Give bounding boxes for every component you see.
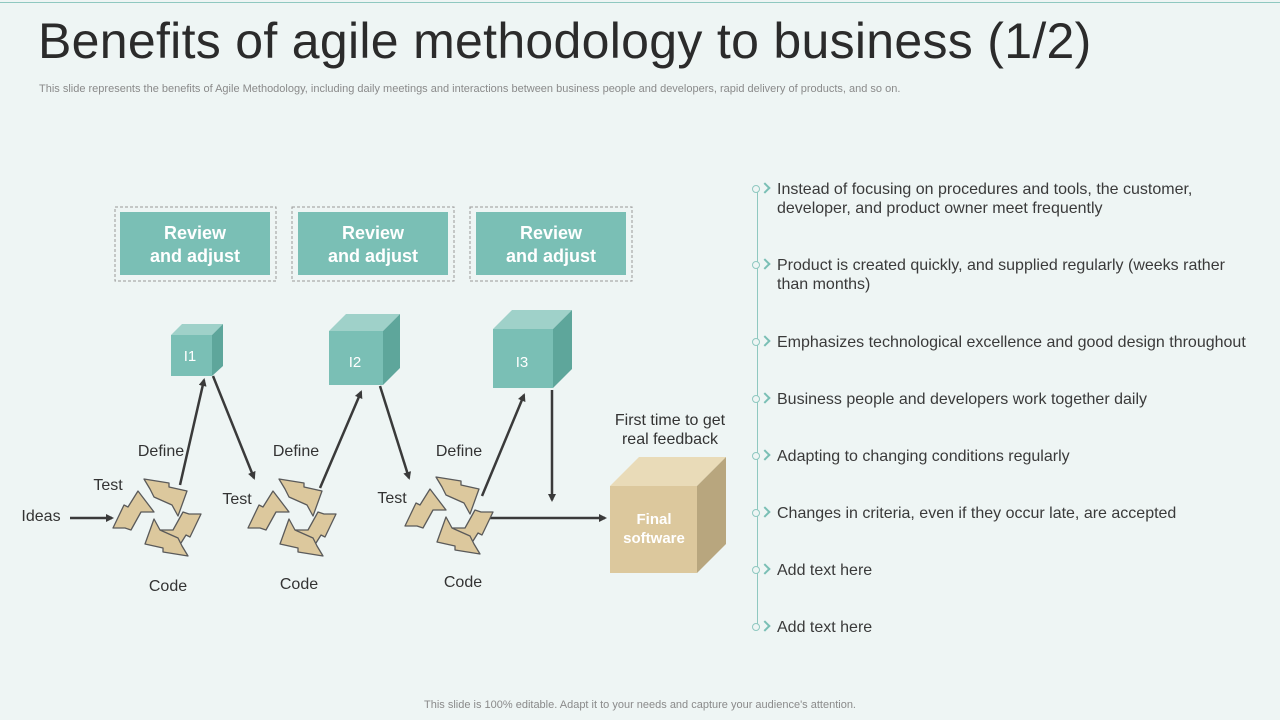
iteration-cube-1: I1 [171, 324, 223, 376]
timeline-dot-icon [752, 261, 760, 269]
top-rule [0, 2, 1280, 3]
benefit-text: Add text here [777, 562, 873, 579]
cycle1-define-label: Define [138, 443, 184, 460]
cycle1-code-label: Code [149, 578, 187, 595]
benefits-list: Instead of focusing on procedures and to… [750, 175, 1270, 645]
review-box-2: Review and adjust [291, 206, 455, 282]
timeline-line [757, 187, 758, 627]
benefit-text: Changes in criteria, even if they occur … [777, 505, 1177, 522]
ideas-label: Ideas [21, 508, 60, 525]
benefit-text: Product is created quickly, and supplied… [777, 257, 1225, 293]
benefit-text: Emphasizes technological excellence and … [777, 334, 1246, 351]
final-software-line2: software [623, 530, 685, 547]
benefit-text: Adapting to changing conditions regularl… [777, 448, 1070, 465]
feedback-label-line2: real feedback [622, 431, 719, 448]
cycle2-define-label: Define [273, 443, 319, 460]
benefit-text: Instead of focusing on procedures and to… [777, 181, 1193, 217]
review-box-1-line2: and adjust [150, 246, 240, 266]
i2-to-cycle3-arrow [378, 385, 412, 480]
final-software-box: Final software [610, 457, 726, 573]
cycle3-to-i3-arrow [480, 393, 526, 497]
cycle1-test-label: Test [93, 477, 123, 494]
iteration-cube-2: I2 [329, 314, 400, 385]
footer-note: This slide is 100% editable. Adapt it to… [424, 699, 856, 711]
chevron-right-icon [759, 182, 771, 194]
cycle2-to-i2-arrow [318, 390, 363, 489]
feedback-label-line1: First time to get [615, 412, 726, 429]
review-box-3-line1: Review [520, 223, 583, 243]
timeline-dot-icon [752, 395, 760, 403]
timeline-dot-icon [752, 452, 760, 460]
cycle-icon-1 [112, 478, 202, 557]
iteration-label-3: I3 [516, 354, 529, 371]
chevron-right-icon [759, 620, 771, 632]
chevron-right-icon [759, 563, 771, 575]
cycle2-test-label: Test [222, 491, 252, 508]
chevron-right-icon [759, 258, 771, 270]
review-box-3: Review and adjust [469, 206, 633, 282]
i1-to-cycle2-arrow [211, 375, 256, 480]
review-box-3-line2: and adjust [506, 246, 596, 266]
cycle3-code-label: Code [444, 574, 482, 591]
chevron-right-icon [759, 335, 771, 347]
iteration-label-2: I2 [349, 354, 362, 371]
review-box-1-line1: Review [164, 223, 227, 243]
review-box-2-line1: Review [342, 223, 405, 243]
timeline-dot-icon [752, 338, 760, 346]
review-box-1: Review and adjust [114, 206, 277, 282]
timeline-dot-icon [752, 566, 760, 574]
flow-arrows [70, 375, 607, 522]
chevron-right-icon [759, 449, 771, 461]
cycle-icon-3 [404, 476, 494, 555]
cycle3-define-label: Define [436, 443, 482, 460]
review-box-2-line2: and adjust [328, 246, 418, 266]
page-title: Benefits of agile methodology to busines… [38, 13, 1092, 69]
final-software-line1: Final [636, 511, 671, 528]
chevron-right-icon [759, 506, 771, 518]
iteration-cube-3: I3 [493, 310, 572, 388]
benefit-text: Add text here [777, 619, 873, 636]
timeline-dot-icon [752, 185, 760, 193]
timeline-dot-icon [752, 509, 760, 517]
page-subtitle: This slide represents the benefits of Ag… [39, 83, 901, 95]
timeline-dot-icon [752, 623, 760, 631]
chevron-right-icon [759, 392, 771, 404]
cycle-icon-2 [247, 478, 337, 557]
iteration-label-1: I1 [184, 348, 197, 365]
benefit-text: Business people and developers work toge… [777, 391, 1148, 408]
cycle3-test-label: Test [377, 490, 407, 507]
cycle2-code-label: Code [280, 576, 318, 593]
cycle1-to-i1-arrow [178, 378, 207, 486]
